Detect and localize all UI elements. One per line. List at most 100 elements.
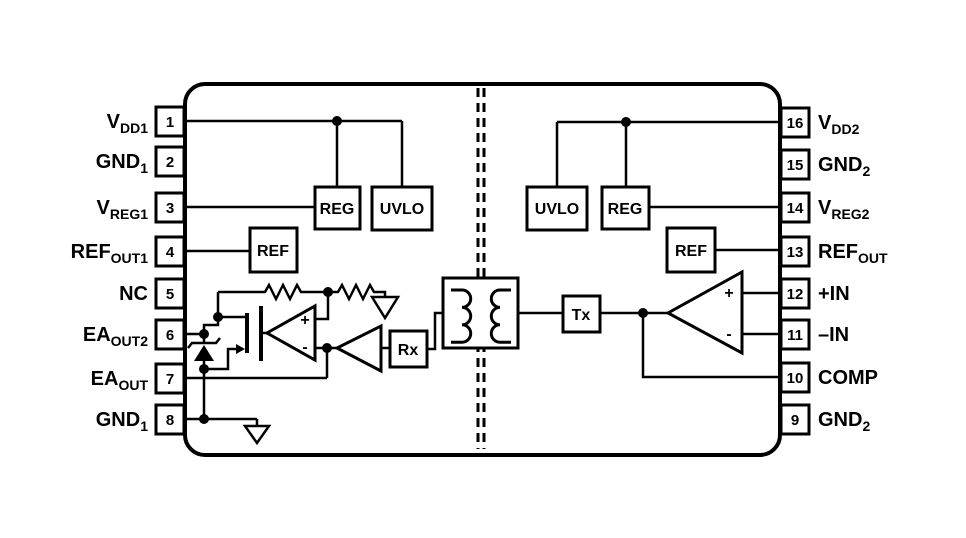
pin-label: REFOUT1 bbox=[71, 241, 149, 266]
pin-box bbox=[154, 362, 186, 395]
ref-left-label: REF bbox=[257, 243, 289, 260]
error-amp-plus-sign: + bbox=[300, 312, 309, 329]
transformer-winding-right bbox=[489, 288, 511, 344]
output-amp-minus-sign: - bbox=[726, 326, 731, 343]
junction-dot bbox=[621, 117, 631, 127]
pin-10: 10 COMP bbox=[779, 361, 878, 394]
reg-right-label: REG bbox=[608, 201, 643, 218]
pin-label: +IN bbox=[818, 283, 850, 305]
pin-box bbox=[154, 105, 186, 138]
pin-number: 15 bbox=[787, 157, 804, 174]
pin-label: VDD1 bbox=[107, 111, 149, 136]
pin-label: COMP bbox=[818, 367, 878, 389]
pin-label: GND2 bbox=[818, 154, 870, 179]
tx-label: Tx bbox=[572, 307, 591, 324]
reg-left-block bbox=[313, 185, 362, 231]
pin-number: 6 bbox=[166, 327, 174, 344]
uvlo-right-block bbox=[525, 185, 589, 232]
pin-box bbox=[779, 235, 811, 268]
plus-input-wire bbox=[315, 292, 330, 321]
pin-number: 8 bbox=[166, 412, 174, 429]
pin-number: 9 bbox=[791, 412, 799, 429]
output-amp-plus-sign: + bbox=[724, 285, 733, 302]
pin-label: –IN bbox=[818, 324, 849, 346]
pin-box bbox=[779, 106, 811, 139]
pin-box bbox=[779, 403, 811, 436]
pin-box bbox=[779, 191, 811, 224]
pin-box bbox=[154, 318, 186, 351]
pin-label: EAOUT bbox=[91, 368, 149, 393]
pin-9: 9 GND2 bbox=[779, 403, 870, 436]
right-side-wiring: + - bbox=[555, 117, 781, 379]
left-pins: 1 VDD1 2 GND1 3 VREG1 4 REFOUT1 5 NC bbox=[71, 105, 186, 436]
pin-12: 12 +IN bbox=[779, 277, 850, 310]
pin-3: 3 VREG1 bbox=[97, 191, 186, 224]
pin-number: 12 bbox=[787, 286, 804, 303]
pin-number: 4 bbox=[166, 244, 175, 261]
pin-14: 14 VREG2 bbox=[779, 191, 870, 224]
pin-4: 4 REFOUT1 bbox=[71, 235, 186, 268]
pin-box bbox=[779, 148, 811, 181]
junction-dot bbox=[199, 414, 209, 424]
feedback-resistors bbox=[218, 282, 387, 302]
right-pins: 16 VDD2 15 GND2 14 VREG2 13 REFOUT 12 +I… bbox=[779, 106, 888, 436]
zener-anode-triangle bbox=[194, 345, 214, 361]
pin-box bbox=[154, 191, 186, 224]
pin-11: 11 –IN bbox=[779, 318, 849, 351]
pin-box bbox=[779, 318, 811, 351]
pin-2: 2 GND1 bbox=[96, 145, 186, 178]
rx-label: Rx bbox=[398, 342, 419, 359]
mosfet-icon bbox=[204, 306, 267, 371]
rx-to-transformer-wire bbox=[427, 311, 443, 351]
pin-number: 2 bbox=[166, 154, 174, 171]
pin-number: 1 bbox=[166, 114, 174, 131]
junction-dot bbox=[322, 343, 332, 353]
pin-label: GND1 bbox=[96, 409, 148, 434]
pin-13: 13 REFOUT bbox=[779, 235, 888, 268]
transformer-icon bbox=[451, 288, 511, 344]
mosfet-source-wire bbox=[204, 347, 237, 371]
pin-number: 11 bbox=[787, 327, 803, 344]
reg-left-label: REG bbox=[320, 201, 355, 218]
vdd2-rail-wire bbox=[555, 120, 780, 187]
error-amplifier-icon bbox=[263, 303, 317, 363]
pin-box bbox=[154, 403, 186, 436]
uvlo-left-label: UVLO bbox=[380, 201, 424, 218]
pin-number: 14 bbox=[787, 200, 804, 217]
comp-wire bbox=[641, 313, 781, 379]
pin-label: GND2 bbox=[818, 409, 870, 434]
pin-box bbox=[154, 145, 186, 178]
mosfet-source-arrow bbox=[236, 344, 245, 354]
ground-icon bbox=[242, 424, 272, 446]
pin-label: NC bbox=[119, 283, 148, 305]
reg-right-block bbox=[600, 185, 651, 231]
ref-right-label: REF bbox=[675, 243, 707, 260]
pin-number: 5 bbox=[166, 286, 174, 303]
pin-number: 3 bbox=[166, 200, 174, 217]
pin-6: 6 EAOUT2 bbox=[83, 318, 186, 351]
pin-label: VREG1 bbox=[97, 197, 149, 222]
pin-label: GND1 bbox=[96, 151, 148, 176]
pin-7: 7 EAOUT bbox=[91, 362, 186, 395]
pin-5: 5 NC bbox=[119, 277, 186, 310]
pin-15: 15 GND2 bbox=[779, 148, 870, 181]
ground-icon bbox=[369, 295, 401, 321]
zener-cathode-bar bbox=[187, 337, 221, 349]
junction-dot bbox=[332, 116, 342, 126]
pin-8: 8 GND1 bbox=[96, 403, 186, 436]
pin-label: VREG2 bbox=[818, 197, 870, 222]
pin-label: VDD2 bbox=[818, 112, 860, 137]
pin-box bbox=[154, 235, 186, 268]
ref-left-block bbox=[248, 226, 299, 274]
pin-label: REFOUT bbox=[818, 241, 888, 266]
left-side-wiring: + - bbox=[183, 116, 443, 446]
isolation-channel: Tx Rx bbox=[388, 276, 602, 369]
rx-block bbox=[388, 329, 429, 369]
pin-box bbox=[779, 277, 811, 310]
pin-number: 10 bbox=[787, 370, 804, 387]
output-amplifier-icon bbox=[664, 269, 744, 356]
uvlo-right-label: UVLO bbox=[535, 201, 579, 218]
pin-label: EAOUT2 bbox=[83, 324, 148, 349]
function-blocks: REG UVLO REF UVLO REG REF bbox=[248, 185, 717, 274]
